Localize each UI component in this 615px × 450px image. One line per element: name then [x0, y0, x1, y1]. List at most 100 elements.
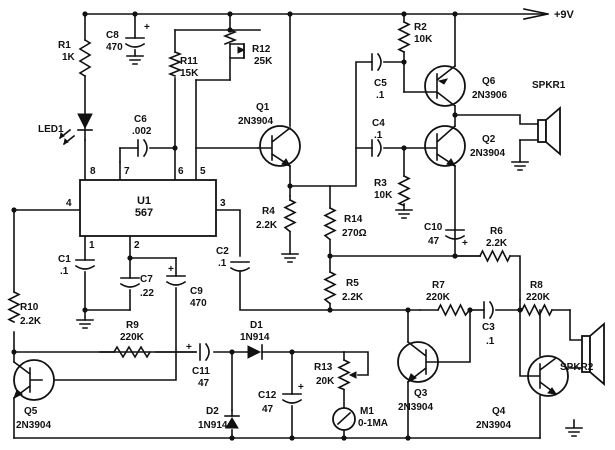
semiconductors-misc: LED1 D1 1N914 D2 1N914 M1 0-1MA	[38, 113, 388, 431]
transistor-q4: Q4 2N3904	[476, 309, 569, 431]
resistor-r6: R6 2.2K	[478, 226, 512, 263]
transistor-q2: Q2 2N3904	[403, 124, 505, 168]
ic-pin-label: 2	[134, 240, 140, 251]
capacitor-value: .22	[140, 288, 154, 299]
capacitor-c7: C7 .22	[119, 274, 154, 299]
ic-pin-label: 4	[66, 198, 72, 209]
potentiometer-r13: R13 20K	[314, 358, 357, 391]
resistor-icon	[323, 270, 337, 305]
resistor-icon	[337, 358, 351, 391]
capacitor-c9: + C9 470	[165, 264, 207, 309]
ic-pin-label: 1	[89, 240, 95, 251]
capacitor-icon	[199, 342, 210, 362]
capacitor-c6: C6 .002	[132, 114, 152, 158]
transistor-q3: Q3 2N3904	[397, 340, 439, 413]
resistor-icon	[478, 249, 512, 263]
resistor-ref: R2	[414, 22, 427, 33]
transistor-q5: Q5 2N3904	[12, 359, 55, 431]
ic-pin-label: 5	[200, 166, 206, 177]
capacitors: + C8 470 C6 .002 C5 .1 C4 .1 + C10 47 C2	[58, 22, 495, 415]
resistor-r9: R9 220K	[112, 320, 152, 359]
ic-pin-label: 6	[178, 166, 184, 177]
ic-pin-label: 8	[90, 166, 96, 177]
capacitor-ref: C1	[58, 254, 71, 265]
diode-ref: D1	[250, 320, 263, 331]
transistor-ref: Q2	[482, 134, 496, 145]
led-ref: LED1	[38, 124, 64, 135]
polarity-plus: +	[144, 22, 150, 33]
capacitor-c1: C1 .1	[58, 254, 96, 277]
resistor-ref: R11	[180, 56, 198, 67]
polarity-plus: +	[168, 264, 174, 275]
resistor-icon	[397, 20, 411, 54]
resistor-value: 2.2K	[256, 220, 278, 231]
resistor-value: 10K	[414, 34, 433, 45]
capacitor-ref: C6	[134, 114, 147, 125]
diode-d1: D1 1N914	[240, 320, 270, 360]
resistor-r3: R3 10K	[374, 174, 411, 207]
resistor-value: 270Ω	[342, 228, 367, 239]
diode-part: 1N914	[240, 332, 270, 343]
capacitor-ref: C7	[140, 274, 153, 285]
polarity-plus: +	[186, 342, 192, 353]
capacitor-value: .1	[486, 336, 495, 347]
resistor-r10: R10 2.2K	[7, 290, 42, 327]
transistor-icon	[424, 65, 466, 107]
capacitor-ref: C11	[192, 366, 210, 377]
capacitor-ref: C4	[372, 118, 385, 129]
resistor-r7: R7 220K	[426, 280, 471, 317]
meter-ref: M1	[360, 406, 374, 417]
polarity-plus: +	[462, 238, 468, 249]
capacitor-icon	[137, 138, 148, 158]
capacitor-value: 470	[190, 298, 207, 309]
resistor-icon	[7, 290, 21, 324]
resistor-value: 20K	[316, 376, 335, 387]
transistor-q6: Q6 2N3906	[403, 64, 507, 108]
capacitor-c3: C3 .1	[482, 300, 495, 347]
polarity-plus: +	[298, 382, 304, 393]
capacitor-icon	[119, 277, 141, 288]
capacitor-icon	[124, 37, 146, 48]
resistor-value: 15K	[180, 68, 199, 79]
capacitor-icon	[281, 393, 303, 404]
resistor-ref: R7	[432, 280, 445, 291]
resistor-ref: R14	[344, 214, 363, 225]
junctions	[11, 11, 523, 441]
resistor-ref: R10	[20, 302, 39, 313]
resistor-icon	[323, 206, 337, 241]
resistor-icon	[520, 303, 554, 317]
diode-part: 1N914	[198, 420, 228, 431]
capacitor-ref: C5	[374, 78, 387, 89]
capacitor-icon	[371, 138, 382, 158]
ground-icon	[511, 161, 529, 171]
resistor-ref: R8	[530, 280, 543, 291]
resistor-icon	[397, 174, 411, 207]
resistor-icon	[167, 50, 183, 78]
resistor-value: 220K	[120, 332, 145, 343]
capacitor-ref: C10	[424, 222, 443, 233]
ic-pin-label: 3	[220, 198, 226, 209]
capacitor-icon	[229, 261, 251, 272]
transistor-part: 2N3904	[470, 148, 505, 159]
speaker-icon	[537, 119, 547, 143]
transistor-part: 2N3904	[398, 402, 433, 413]
led-led1: LED1	[38, 113, 93, 146]
resistor-ref: R4	[262, 206, 275, 217]
capacitor-c2: C2 .1	[216, 246, 251, 272]
resistor-value: 2.2K	[486, 238, 508, 249]
resistor-icon	[112, 345, 152, 359]
transistor-part: 2N3904	[238, 116, 273, 127]
ground-symbols	[76, 55, 583, 437]
capacitor-value: 47	[262, 404, 274, 415]
resistor-ref: R13	[314, 362, 333, 373]
resistor-r14: R14 270Ω	[323, 206, 367, 241]
potentiometer-r12: R12 25K	[222, 28, 273, 67]
resistor-icon	[436, 303, 471, 317]
resistor-value: 1K	[62, 52, 76, 63]
capacitor-c4: C4 .1	[371, 118, 385, 158]
speaker-spkr1: SPKR1	[532, 80, 566, 156]
capacitor-ref: C9	[190, 286, 203, 297]
capacitor-icon	[371, 52, 382, 72]
resistor-value: 220K	[526, 292, 551, 303]
